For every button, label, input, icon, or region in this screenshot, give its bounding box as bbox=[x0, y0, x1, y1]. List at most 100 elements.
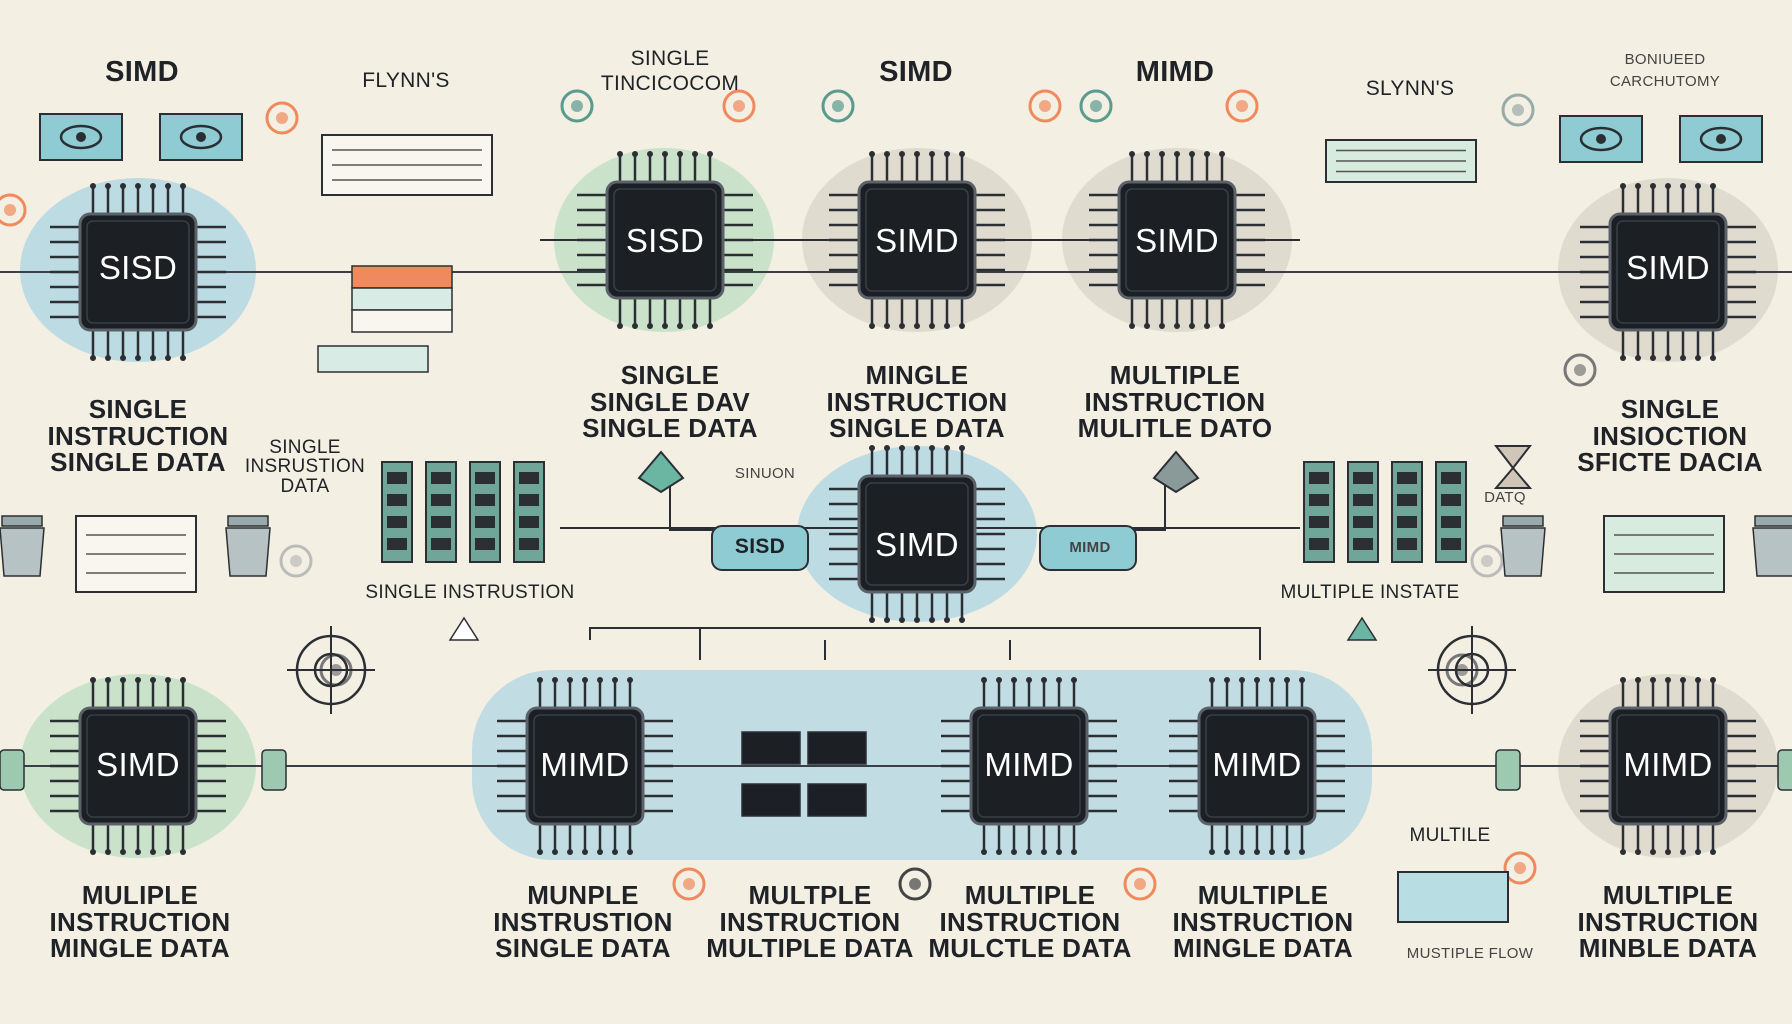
circle-icon-6 bbox=[1501, 93, 1535, 127]
eye-panel-4 bbox=[1679, 115, 1763, 163]
chip-9 bbox=[941, 677, 1117, 855]
lamp-icon-2 bbox=[225, 515, 271, 577]
chip-3 bbox=[829, 151, 1005, 329]
connector-3 bbox=[1495, 749, 1521, 791]
chip-label-7: SIMD bbox=[96, 746, 180, 783]
chip-11 bbox=[1580, 677, 1756, 855]
chip-2 bbox=[577, 151, 753, 329]
circle-icon-15 bbox=[1123, 867, 1157, 901]
label-multiple-flow: MUSTIPLE FLOW bbox=[1406, 945, 1534, 962]
doc-panel-4 bbox=[1603, 515, 1725, 593]
mini-chip-4 bbox=[807, 783, 867, 817]
label-multile: MULTILE bbox=[1409, 825, 1491, 846]
memory-module-3 bbox=[469, 461, 501, 563]
eye-panel-2 bbox=[159, 113, 243, 161]
bus-pills bbox=[711, 525, 1137, 571]
circle-icon-4 bbox=[1079, 89, 1113, 123]
hourglass-icon bbox=[1493, 445, 1533, 489]
memory-module-5 bbox=[1303, 461, 1335, 563]
chip-label-2: SISD bbox=[625, 222, 705, 259]
circle-icon-5 bbox=[1225, 89, 1259, 123]
chip-label-5: SIMD bbox=[1626, 249, 1710, 286]
chip-8 bbox=[497, 677, 673, 855]
circle-icon-14 bbox=[898, 867, 932, 901]
target-icon-2 bbox=[1428, 626, 1516, 714]
chip-1 bbox=[50, 183, 226, 361]
chip-6 bbox=[829, 445, 1005, 623]
circle-icon-18 bbox=[1563, 353, 1597, 387]
chip-label-6: SIMD bbox=[875, 526, 959, 563]
lamp-icon-1 bbox=[0, 515, 45, 577]
header-tincicocom: TINCICOCOM bbox=[600, 72, 740, 95]
memory-module-2 bbox=[425, 461, 457, 563]
circle-icon-17 bbox=[0, 193, 27, 227]
mini-chip-3 bbox=[741, 783, 801, 817]
circle-icon-3 bbox=[1028, 89, 1062, 123]
chip-10 bbox=[1169, 677, 1345, 855]
diamond-icon-1 bbox=[637, 450, 685, 494]
circle-icon-1 bbox=[560, 89, 594, 123]
chip-7 bbox=[50, 677, 226, 855]
label-single-instrustion: SINGLE INSTRUSTION bbox=[365, 582, 575, 603]
lamp-icon-4 bbox=[1752, 515, 1792, 577]
diamond-icon-2 bbox=[1152, 450, 1200, 494]
label-datq: DATQ bbox=[1484, 489, 1526, 506]
chip-label-3: SIMD bbox=[875, 222, 959, 259]
chip-label-10: MIMD bbox=[1212, 746, 1302, 783]
label-sinuon: SINUON bbox=[734, 465, 796, 482]
memory-module-8 bbox=[1435, 461, 1467, 563]
circle-icon-10 bbox=[1470, 544, 1504, 578]
header-boniueed: BONIUEED bbox=[1624, 51, 1706, 68]
triangle-icon-1 bbox=[448, 616, 480, 641]
memory-module-7 bbox=[1391, 461, 1423, 563]
table-blocks bbox=[317, 265, 453, 373]
memory-module-1 bbox=[381, 461, 413, 563]
circle-icon-7 bbox=[265, 101, 299, 135]
circle-icon-2 bbox=[722, 89, 756, 123]
circle-icon-8 bbox=[821, 89, 855, 123]
eye-panel-1 bbox=[39, 113, 123, 161]
doc-panel-3 bbox=[75, 515, 197, 593]
label-mimd-bus: MIMD bbox=[1069, 539, 1111, 556]
circle-icon-16 bbox=[1503, 851, 1537, 885]
header-simd-left: SIMD bbox=[105, 56, 179, 88]
header-carchutomy: CARCHUTOMY bbox=[1609, 73, 1721, 90]
chip-label-8: MIMD bbox=[540, 746, 630, 783]
doc-panel-2 bbox=[1325, 139, 1477, 183]
triangle-icon-2 bbox=[1346, 616, 1378, 641]
header-simd-center: SIMD bbox=[879, 56, 953, 88]
header-single: SINGLE bbox=[630, 47, 710, 70]
chip-label-1: SISD bbox=[98, 249, 178, 286]
connector-2 bbox=[261, 749, 287, 791]
lamp-icon-3 bbox=[1500, 515, 1546, 577]
target-icon-1 bbox=[287, 626, 375, 714]
mini-chip-2 bbox=[807, 731, 867, 765]
connector-4 bbox=[1777, 749, 1792, 791]
eye-panel-3 bbox=[1559, 115, 1643, 163]
chip-label-11: MIMD bbox=[1623, 746, 1713, 783]
header-slynns: SLYNN'S bbox=[1365, 77, 1455, 100]
label-multiple-instate: MULTIPLE INSTATE bbox=[1280, 582, 1460, 603]
memory-module-4 bbox=[513, 461, 545, 563]
doc-panel-1 bbox=[321, 134, 493, 196]
chip-label-9: MIMD bbox=[984, 746, 1074, 783]
chip-label-4: SIMD bbox=[1135, 222, 1219, 259]
circle-icon-13 bbox=[672, 867, 706, 901]
label-sisd-bus: SISD bbox=[734, 535, 786, 558]
memory-module-6 bbox=[1347, 461, 1379, 563]
chip-5 bbox=[1580, 183, 1756, 361]
connector-1 bbox=[0, 749, 25, 791]
header-flynns: FLYNN'S bbox=[362, 69, 450, 92]
